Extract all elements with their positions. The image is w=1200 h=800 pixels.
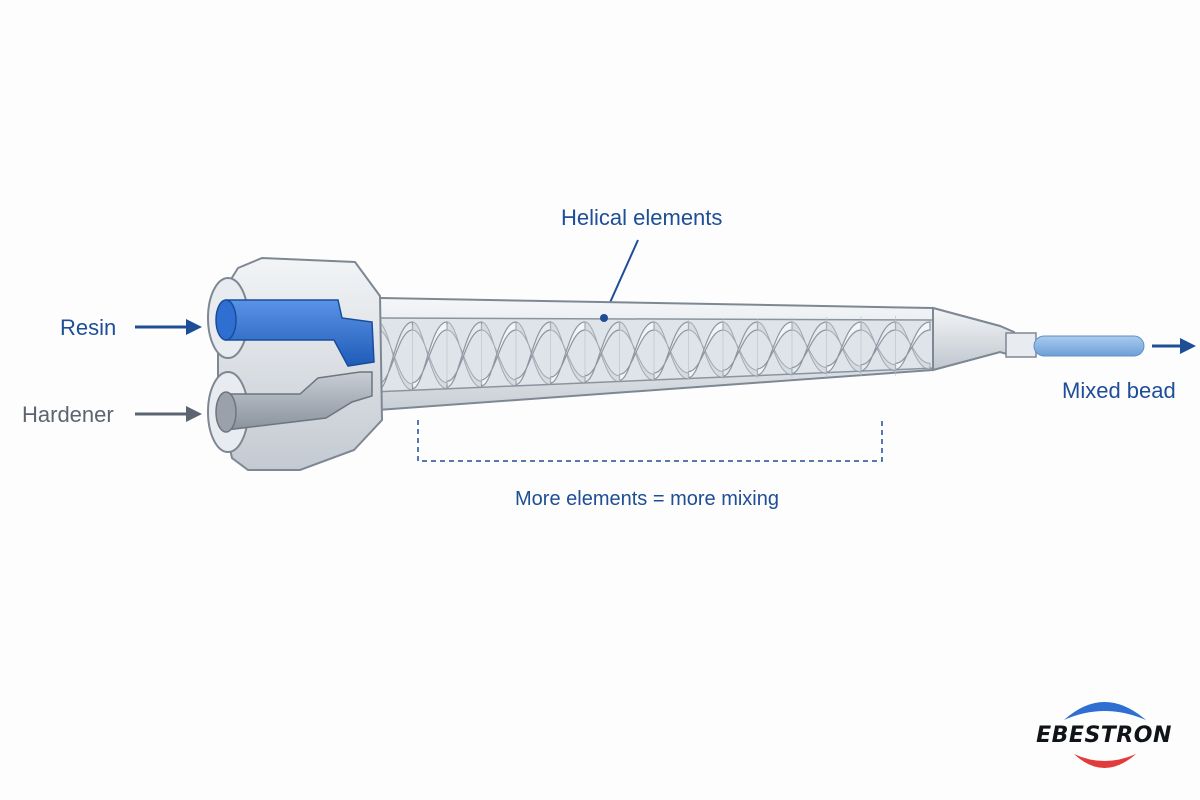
nozzle-end — [1006, 333, 1036, 357]
mixed-bead — [1034, 336, 1144, 356]
hardener-label: Hardener — [22, 402, 114, 428]
brand-name: EBESTRON — [1030, 723, 1178, 748]
resin-arrow — [135, 319, 202, 335]
resin-inlet-opening — [216, 300, 236, 340]
resin-label: Resin — [60, 315, 116, 341]
more-elements-caption: More elements = more mixing — [515, 488, 779, 511]
elements-bracket — [418, 418, 882, 461]
helical-elements-label: Helical elements — [561, 205, 722, 231]
mixed-bead-arrow — [1152, 338, 1196, 354]
nozzle-tip — [933, 308, 1014, 370]
mixed-bead-label: Mixed bead — [1062, 378, 1176, 404]
helical-leader-dot — [600, 314, 608, 322]
hardener-arrow — [135, 406, 202, 422]
brand-logo: EBESTRON — [1030, 690, 1180, 785]
hardener-inlet-opening — [216, 392, 236, 432]
